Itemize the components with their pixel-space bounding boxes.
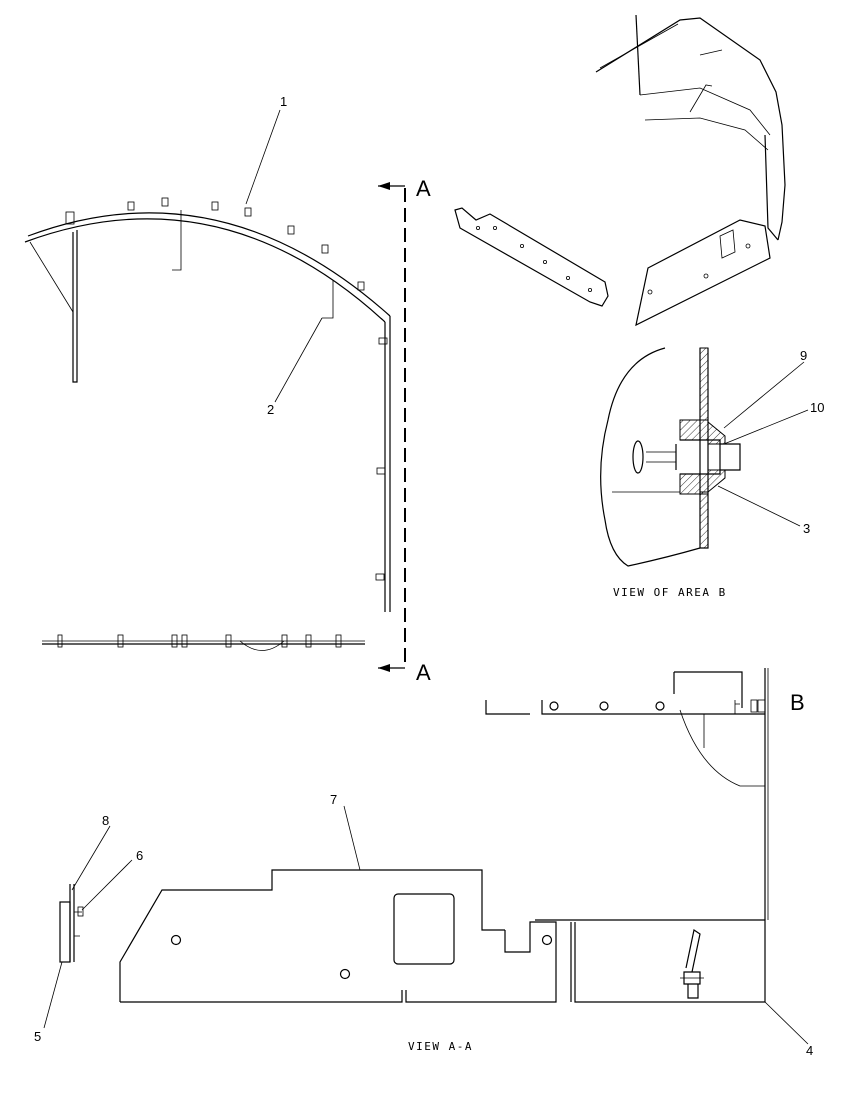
callout-6: 6	[136, 848, 143, 863]
callout-7: 7	[330, 792, 337, 807]
section-line-a-a	[378, 182, 406, 672]
callout-10: 10	[810, 400, 824, 415]
caption-view-area-b: VIEW OF AREA B	[613, 586, 727, 599]
callout-4: 4	[806, 1043, 813, 1058]
callout-1: 1	[280, 94, 287, 109]
isometric-guard-view	[454, 14, 786, 327]
leader-lines	[43, 109, 809, 1045]
callout-9: 9	[800, 348, 807, 363]
callout-3: 3	[803, 521, 810, 536]
caption-view-a-a: VIEW A-A	[408, 1040, 473, 1053]
area-b-location-view	[485, 668, 769, 920]
callout-5: 5	[34, 1029, 41, 1044]
detail-view-area-b	[600, 347, 741, 567]
front-view-guard	[24, 197, 391, 651]
callout-8: 8	[102, 813, 109, 828]
view-a-a-panel	[59, 869, 766, 1003]
section-mark-a-bottom: A	[416, 660, 431, 685]
callout-2: 2	[267, 402, 274, 417]
section-mark-b: B	[790, 690, 805, 715]
section-mark-a-top: A	[416, 176, 431, 201]
